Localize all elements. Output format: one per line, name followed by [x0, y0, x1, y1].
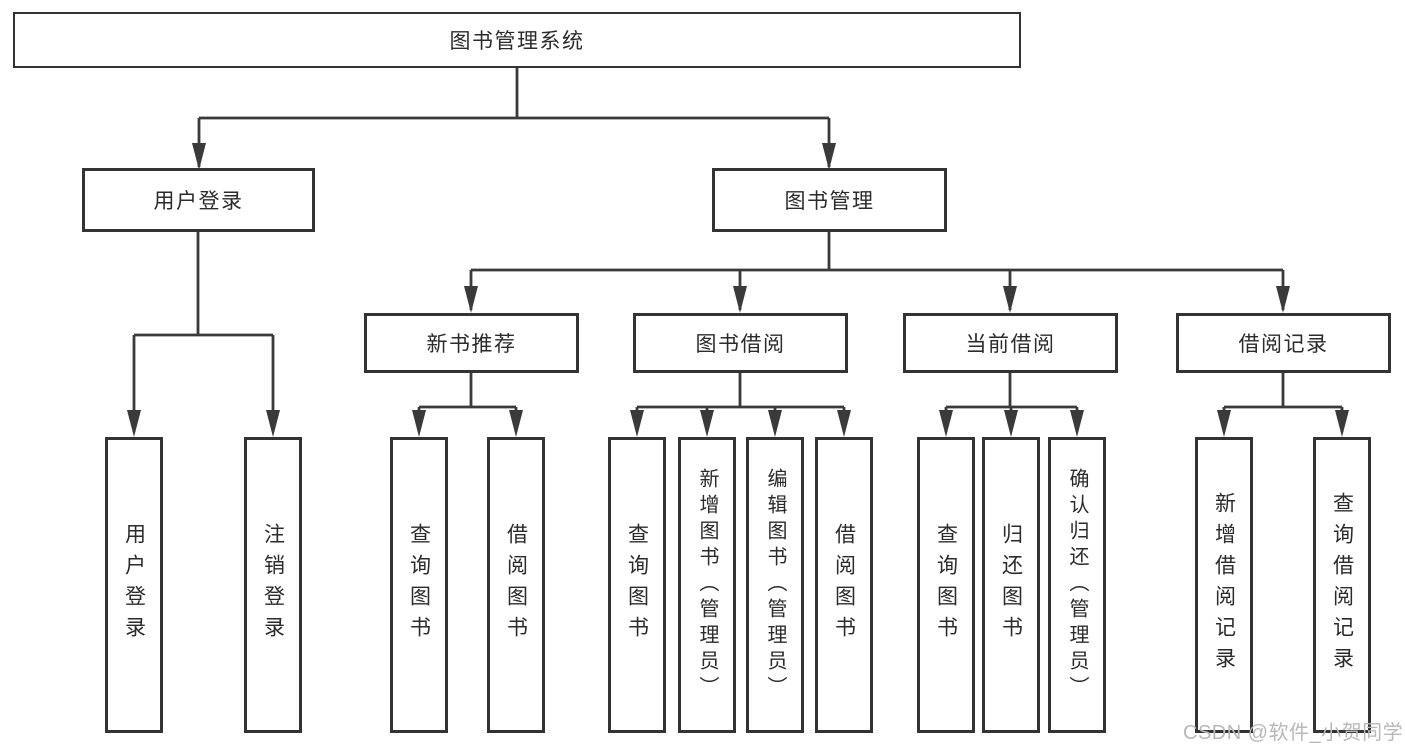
arrowhead — [266, 410, 280, 437]
node-label: 用户登录 — [153, 190, 244, 213]
leaf-add-borrow-record: 新增借阅记录 — [1195, 437, 1253, 733]
leaf-label: 借阅图书 — [504, 523, 528, 647]
leaf-label: 查询图书 — [934, 523, 958, 647]
arrowhead — [768, 410, 782, 437]
arrowhead — [1004, 410, 1018, 437]
node-book-borrow: 图书借阅 — [633, 313, 848, 373]
node-label: 当前借阅 — [965, 333, 1056, 356]
connector-new-book-recommend-to-leaves — [417, 373, 518, 432]
leaf-label: 归还图书 — [999, 523, 1023, 647]
arrowhead — [509, 410, 523, 437]
node-user-login: 用户登录 — [82, 168, 315, 232]
arrowhead — [1217, 410, 1231, 437]
leaf-borrow-books: 借阅图书 — [487, 437, 545, 733]
node-borrow-records: 借阅记录 — [1176, 313, 1391, 373]
leaf-label: 确认归还（管理员） — [1066, 468, 1088, 702]
arrowhead — [1003, 286, 1017, 313]
leaf-label: 注销登录 — [261, 523, 285, 647]
leaf-user-login: 用户登录 — [105, 437, 163, 733]
leaf-label: 编辑图书（管理员） — [764, 468, 786, 702]
node-label: 借阅记录 — [1238, 333, 1329, 356]
leaf-query-borrow-record: 查询借阅记录 — [1313, 437, 1371, 733]
node-book-management: 图书管理 — [712, 168, 947, 232]
leaf-label: 借阅图书 — [832, 523, 856, 647]
arrowhead — [822, 143, 836, 170]
connector-root-to-branches — [197, 68, 831, 167]
leaf-query-books: 查询图书 — [608, 437, 666, 733]
leaf-return-books: 归还图书 — [982, 437, 1040, 733]
leaf-label: 查询图书 — [407, 523, 431, 647]
arrowhead — [700, 410, 714, 437]
node-label: 图书管理系统 — [449, 30, 585, 53]
csdn-watermark: CSDN @软件_小贺同学 — [1183, 722, 1404, 744]
node-label: 图书管理 — [784, 190, 875, 213]
arrowhead — [412, 410, 426, 437]
arrowhead — [1335, 410, 1349, 437]
leaf-confirm-return-admin: 确认归还（管理员） — [1048, 437, 1106, 733]
connector-user-login-to-leaves — [132, 232, 275, 432]
arrowhead — [464, 286, 478, 313]
leaf-add-books-admin: 新增图书（管理员） — [678, 437, 736, 733]
leaf-borrow-books: 借阅图书 — [815, 437, 873, 733]
arrowhead — [1276, 286, 1290, 313]
leaf-label: 新增图书（管理员） — [696, 468, 718, 702]
node-label: 新书推荐 — [426, 333, 517, 356]
connector-borrow-records-to-leaves — [1222, 373, 1344, 432]
leaf-logout: 注销登录 — [244, 437, 302, 733]
leaf-query-books: 查询图书 — [917, 437, 975, 733]
leaf-query-books: 查询图书 — [390, 437, 448, 733]
node-label: 图书借阅 — [695, 333, 786, 356]
leaf-label: 查询图书 — [625, 523, 649, 647]
arrowhead — [1070, 410, 1084, 437]
node-library-system: 图书管理系统 — [13, 12, 1021, 68]
connector-book-borrow-to-leaves — [635, 373, 846, 432]
arrowhead — [630, 410, 644, 437]
leaf-label: 查询借阅记录 — [1330, 492, 1354, 678]
node-new-book-recommend: 新书推荐 — [364, 313, 579, 373]
arrowhead — [837, 410, 851, 437]
node-current-borrow: 当前借阅 — [903, 313, 1118, 373]
arrowhead — [127, 410, 141, 437]
arrowhead — [733, 286, 747, 313]
arrowhead — [939, 410, 953, 437]
connector-book-management-to-level3 — [469, 232, 1285, 310]
leaf-label: 新增借阅记录 — [1212, 492, 1236, 678]
leaf-label: 用户登录 — [122, 523, 146, 647]
arrowhead — [192, 143, 206, 170]
leaf-edit-books-admin: 编辑图书（管理员） — [746, 437, 804, 733]
